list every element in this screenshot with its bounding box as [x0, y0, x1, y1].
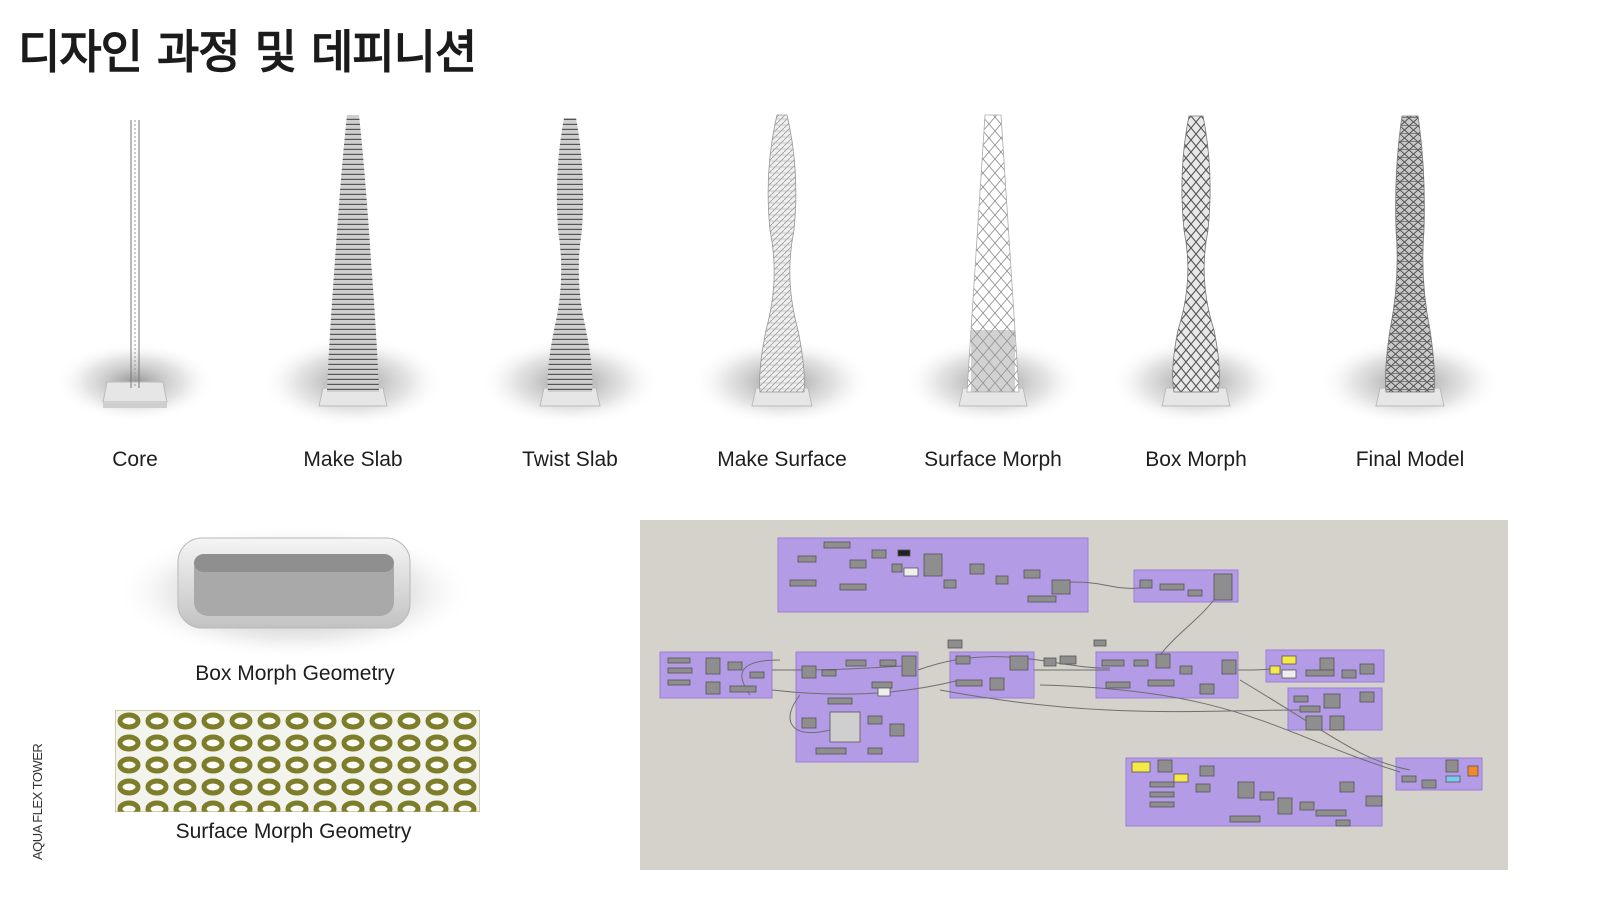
mesh-render [114, 709, 481, 813]
stage-label: Final Model [1355, 448, 1465, 471]
surface-morph-geometry: Surface Morph Geometry [114, 709, 481, 860]
page-title: 디자인 과정 및 데피니션 [18, 25, 477, 79]
stage-label: Twist Slab [522, 448, 618, 471]
grasshopper-definition-canvas [640, 520, 1508, 870]
stage-label: Make Surface [717, 448, 847, 471]
stage-label: Box Morph [1145, 448, 1247, 471]
stage-make-slab: Make Slab [253, 110, 453, 480]
side-caption: AQUA FLEX TOWER [30, 743, 45, 860]
twisted-slab-tower-render [480, 118, 660, 426]
stage-final-model: Final Model [1310, 110, 1510, 480]
stage-label: Make Slab [303, 448, 403, 471]
stage-label: Core [112, 448, 158, 471]
stage-label: Surface Morph [924, 448, 1062, 471]
rounded-box-render [115, 524, 475, 660]
lattice-tower-render [903, 114, 1083, 426]
design-stages-row: Core Make Slab Twist Slab [30, 110, 1570, 490]
box-morph-tower-render [1110, 115, 1282, 426]
stage-make-surface: Make Surface [682, 110, 882, 480]
stage-twist-slab: Twist Slab [470, 110, 670, 480]
surface-tower-render [692, 114, 872, 426]
stage-box-morph: Box Morph [1096, 110, 1296, 480]
surface-morph-geometry-label: Surface Morph Geometry [175, 820, 412, 843]
slab-tower-render [261, 115, 445, 428]
grasshopper-definition-graph [659, 537, 1483, 827]
stage-surface-morph: Surface Morph [893, 110, 1093, 480]
final-tower-render [1318, 115, 1502, 426]
box-morph-geometry-label: Box Morph Geometry [195, 662, 395, 685]
stage-core: Core [35, 110, 235, 480]
box-morph-geometry: Box Morph Geometry [110, 520, 480, 700]
core-tower-render [55, 120, 215, 422]
